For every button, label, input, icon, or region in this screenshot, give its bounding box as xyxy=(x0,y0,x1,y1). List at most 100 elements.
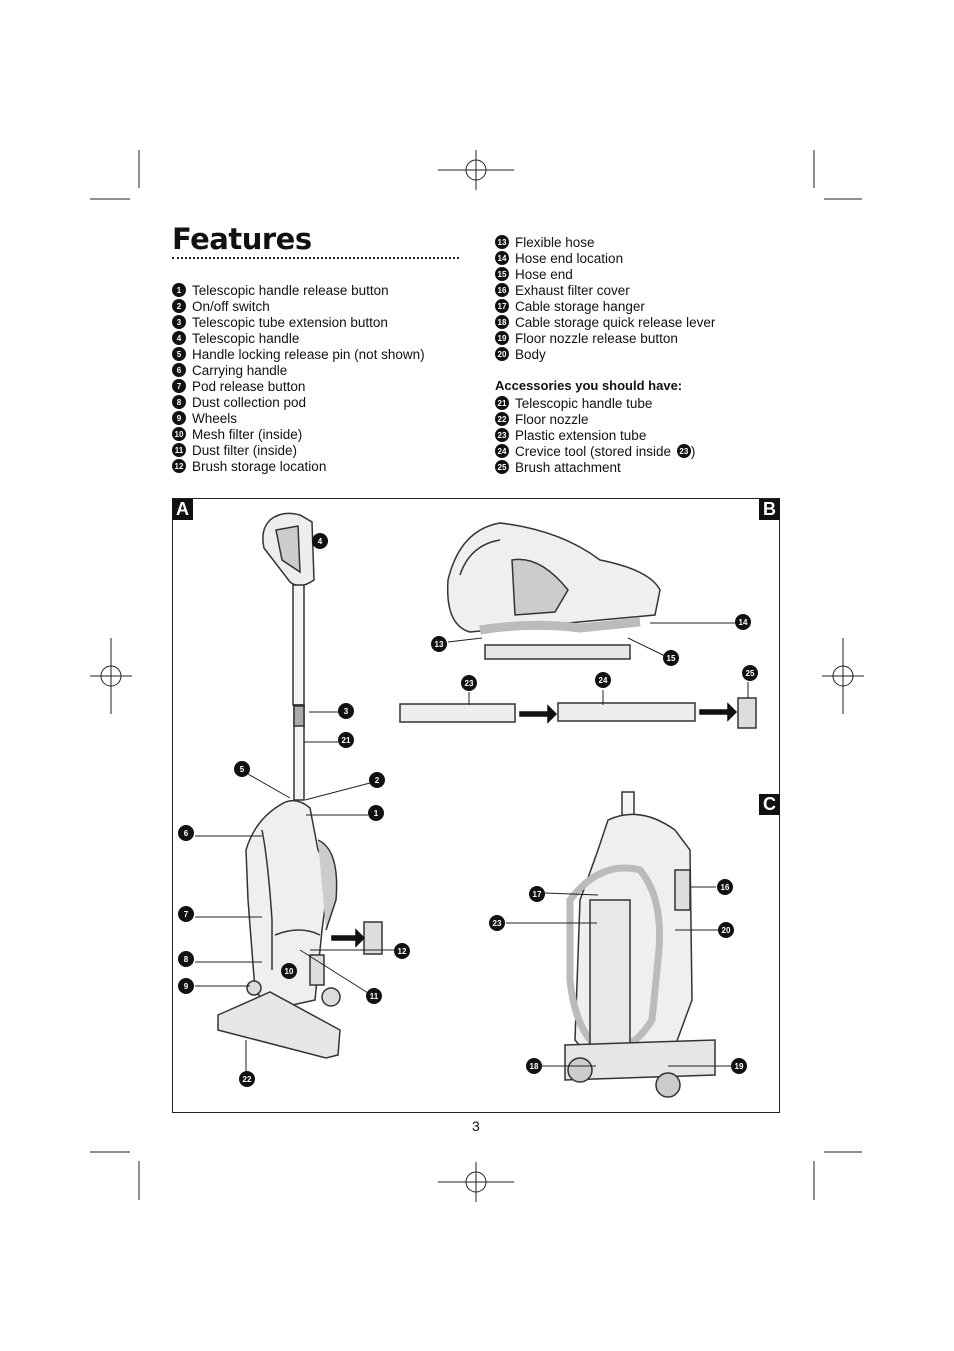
item-number-badge: 15 xyxy=(495,267,509,281)
callout-1: 1 xyxy=(368,805,384,821)
panel-label-b: B xyxy=(759,499,780,520)
item-number-badge: 4 xyxy=(172,331,186,345)
item-label: Floor nozzle release button xyxy=(515,330,678,346)
vacuum-upright-drawing xyxy=(217,512,383,1059)
item-label: Brush storage location xyxy=(192,458,327,474)
callout-18: 18 xyxy=(526,1058,542,1074)
callout-14: 14 xyxy=(735,614,751,630)
item-number-badge: 12 xyxy=(172,459,186,473)
item-label: Exhaust filter cover xyxy=(515,282,630,298)
item-label: Floor nozzle xyxy=(515,411,589,427)
callout-12: 12 xyxy=(394,943,410,959)
page-title: Features xyxy=(172,222,312,256)
item-reference-badge: 23 xyxy=(676,444,691,458)
item-label: Flexible hose xyxy=(515,234,595,250)
panel-label-a: A xyxy=(172,499,193,520)
callout-13: 13 xyxy=(431,636,447,652)
item-label: Brush attachment xyxy=(515,459,621,475)
item-number-badge: 7 xyxy=(172,379,186,393)
item-label: Telescopic handle xyxy=(192,330,300,346)
item-number-badge: 11 xyxy=(172,443,186,457)
callout-8: 8 xyxy=(178,951,194,967)
item-label: Mesh filter (inside) xyxy=(192,426,303,442)
callout-2: 2 xyxy=(369,772,385,788)
rear-view-drawing xyxy=(564,791,716,1098)
item-number-badge: 23 xyxy=(495,428,509,442)
callout-23-b: 23 xyxy=(461,675,477,691)
item-label: Plastic extension tube xyxy=(515,427,647,443)
list-item: 2 On/off switch xyxy=(172,298,425,314)
item-label: Cable storage hanger xyxy=(515,298,645,314)
item-label: Crevice tool (stored inside xyxy=(515,443,675,459)
list-item: 12 Brush storage location xyxy=(172,458,425,474)
item-number-badge: 14 xyxy=(495,251,509,265)
callout-6: 6 xyxy=(178,825,194,841)
item-label: Wheels xyxy=(192,410,238,426)
handheld-vacuum-drawing xyxy=(399,522,757,729)
item-number-badge: 6 xyxy=(172,363,186,377)
list-item: 23 Plastic extension tube xyxy=(495,427,695,443)
callout-5: 5 xyxy=(234,761,250,777)
callout-25: 25 xyxy=(742,665,758,681)
callout-20: 20 xyxy=(718,922,734,938)
item-label: Telescopic handle release button xyxy=(192,282,389,298)
callout-11: 11 xyxy=(366,988,382,1004)
callout-17: 17 xyxy=(529,886,545,902)
list-item: 19 Floor nozzle release button xyxy=(495,330,715,346)
callout-3: 3 xyxy=(338,703,354,719)
list-item: 1 Telescopic handle release button xyxy=(172,282,425,298)
list-item: 10 Mesh filter (inside) xyxy=(172,426,425,442)
item-label-tail: ) xyxy=(690,443,696,459)
callout-10: 10 xyxy=(281,963,297,979)
item-label: Cable storage quick release lever xyxy=(515,314,716,330)
item-label: Carrying handle xyxy=(192,362,288,378)
callout-21: 21 xyxy=(338,732,354,748)
list-item: 4 Telescopic handle xyxy=(172,330,425,346)
item-number-badge: 1 xyxy=(172,283,186,297)
list-item: 25 Brush attachment xyxy=(495,459,695,475)
page-number: 3 xyxy=(472,1118,480,1134)
list-item: 18 Cable storage quick release lever xyxy=(495,314,715,330)
item-label: Pod release button xyxy=(192,378,306,394)
item-label: On/off switch xyxy=(192,298,270,314)
callout-7: 7 xyxy=(178,906,194,922)
item-number-badge: 20 xyxy=(495,347,509,361)
item-label: Handle locking release pin (not shown) xyxy=(192,346,425,362)
item-label: Hose end location xyxy=(515,250,624,266)
callout-9: 9 xyxy=(178,978,194,994)
item-number-badge: 10 xyxy=(172,427,186,441)
callout-15: 15 xyxy=(663,650,679,666)
item-label: Dust collection pod xyxy=(192,394,307,410)
features-list: 1 Telescopic handle release button 2 On/off… xyxy=(172,282,425,474)
callout-22: 22 xyxy=(239,1071,255,1087)
callout-19: 19 xyxy=(731,1058,747,1074)
list-item: 22 Floor nozzle xyxy=(495,411,695,427)
item-number-badge: 22 xyxy=(495,412,509,426)
item-number-badge: 18 xyxy=(495,315,509,329)
list-item: 6 Carrying handle xyxy=(172,362,425,378)
item-label: Body xyxy=(515,346,546,362)
panel-label-c: C xyxy=(759,794,780,815)
list-item: 9 Wheels xyxy=(172,410,425,426)
callout-23-c: 23 xyxy=(489,915,505,931)
item-number-badge: 13 xyxy=(495,235,509,249)
item-number-badge: 25 xyxy=(495,460,509,474)
callout-24: 24 xyxy=(595,672,611,688)
item-number-badge: 21 xyxy=(495,396,509,410)
item-label: Telescopic tube extension button xyxy=(192,314,388,330)
list-item: 14 Hose end location xyxy=(495,250,715,266)
item-number-badge: 19 xyxy=(495,331,509,345)
item-number-badge: 9 xyxy=(172,411,186,425)
item-number-badge: 2 xyxy=(172,299,186,313)
